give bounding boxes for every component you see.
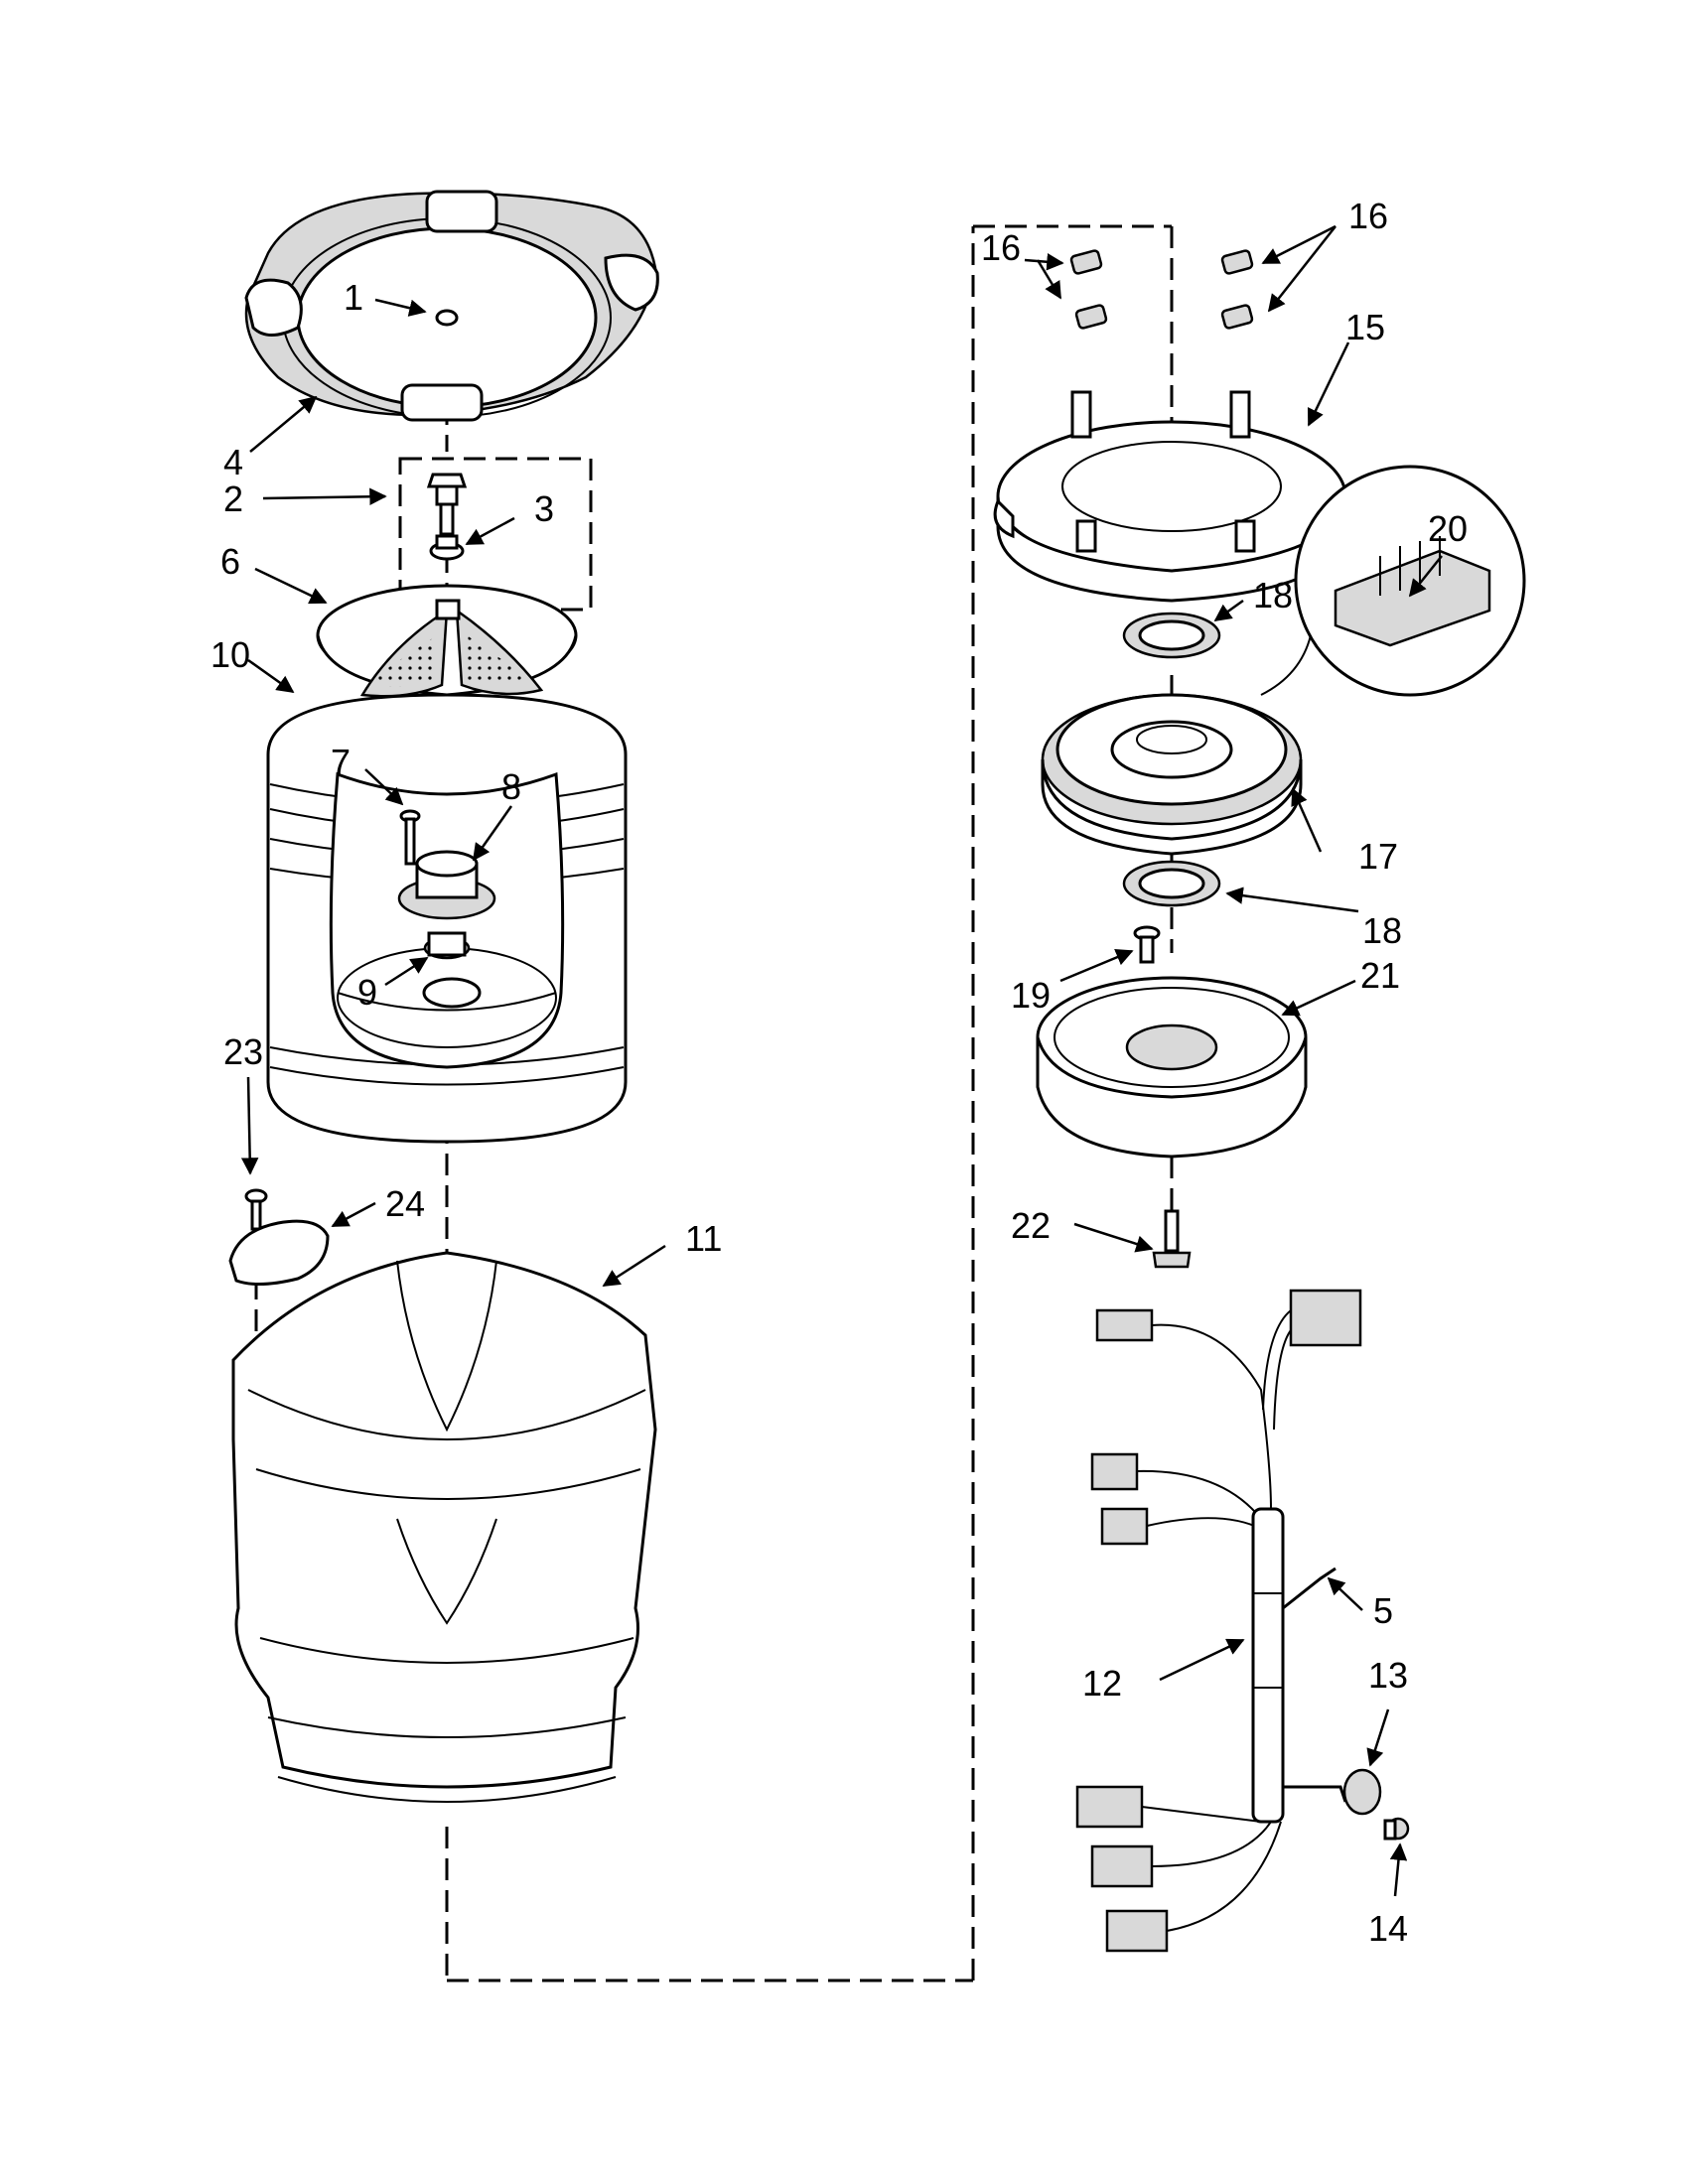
label-4: 4 [223,442,243,482]
part-21-rotor [1036,976,1308,1159]
part-18-plate-upper [1122,612,1221,659]
part-2-bolt [426,473,468,536]
part-17-stator [1041,693,1303,856]
label-8: 8 [501,766,521,807]
label-5: 5 [1373,1590,1393,1631]
label-6: 6 [220,541,240,582]
part-22-bolt [1152,1209,1192,1269]
label-21: 21 [1360,955,1400,996]
label-9: 9 [357,972,377,1013]
label-2: 2 [223,478,243,519]
label-3: 3 [534,488,554,529]
part-12-wire-harness [1075,1289,1362,1953]
part-8-hub [397,850,496,920]
label-11: 11 [685,1218,722,1259]
part-11-outer-tub [231,1251,657,1803]
callout-labels: 1 2 3 4 5 6 7 8 9 10 11 12 13 14 15 16 1… [211,196,1468,1949]
label-20: 20 [1428,508,1468,549]
label-16b: 16 [1348,196,1388,236]
part-3-washer [429,534,465,561]
label-24: 24 [385,1183,425,1224]
part-13-clamp [1283,1768,1382,1816]
label-10: 10 [211,634,250,675]
label-19: 19 [1011,975,1051,1016]
label-7: 7 [331,742,351,782]
label-12: 12 [1082,1663,1122,1704]
label-15: 15 [1345,307,1385,347]
label-22: 22 [1011,1205,1051,1246]
part-9-spline [422,931,482,1009]
part-14-screw [1383,1817,1410,1841]
label-18a: 18 [1253,575,1293,615]
label-14: 14 [1368,1908,1408,1949]
part-24-cover [228,1219,330,1286]
label-16a: 16 [981,227,1021,268]
part-23-screw [244,1188,268,1231]
label-18b: 18 [1362,910,1402,951]
part-5-hose [1282,1567,1336,1610]
part-19-bolt [1133,925,1161,964]
part-7-screw [399,809,421,866]
label-1: 1 [344,277,363,318]
label-17: 17 [1358,836,1398,877]
part-16-plugs [1069,249,1254,330]
part-6-impeller [316,584,578,698]
leader-arrows [240,224,1443,1897]
part-4-tub-ring [244,190,659,422]
label-23: 23 [223,1031,263,1072]
label-13: 13 [1368,1655,1408,1696]
part-18-plate-lower [1122,860,1221,907]
part-15-motor-cover [993,390,1347,603]
